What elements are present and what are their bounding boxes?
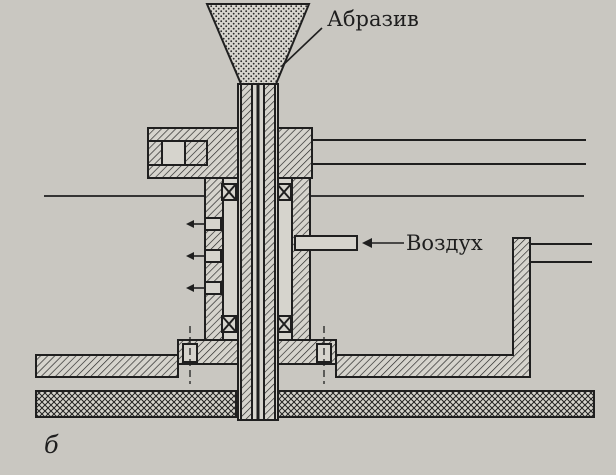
abrasive-leader-line <box>281 27 323 67</box>
base-bottom-left <box>35 390 237 418</box>
upper-plate <box>147 127 313 179</box>
air-arrow <box>362 238 404 248</box>
bearing-upper-right <box>276 183 292 201</box>
base-plate-left <box>35 354 179 378</box>
panel-label: б <box>44 431 59 459</box>
outflow-arrows <box>186 220 204 292</box>
bearing-upper-left <box>221 183 237 201</box>
base-plate-right <box>335 237 531 378</box>
drive-lever <box>311 139 586 165</box>
air-inlet-pipe <box>294 235 358 251</box>
abrasive-label: Абразив <box>327 7 419 31</box>
air-label: Воздух <box>406 231 483 255</box>
outlet-nozzles <box>204 217 222 295</box>
bearing-lower-left <box>221 315 237 333</box>
abrasive-hopper <box>205 3 311 85</box>
right-side-pipe <box>530 243 592 263</box>
bearing-lower-right <box>276 315 292 333</box>
abrasive-feed-tube <box>237 83 279 421</box>
base-bottom-right <box>277 390 595 418</box>
